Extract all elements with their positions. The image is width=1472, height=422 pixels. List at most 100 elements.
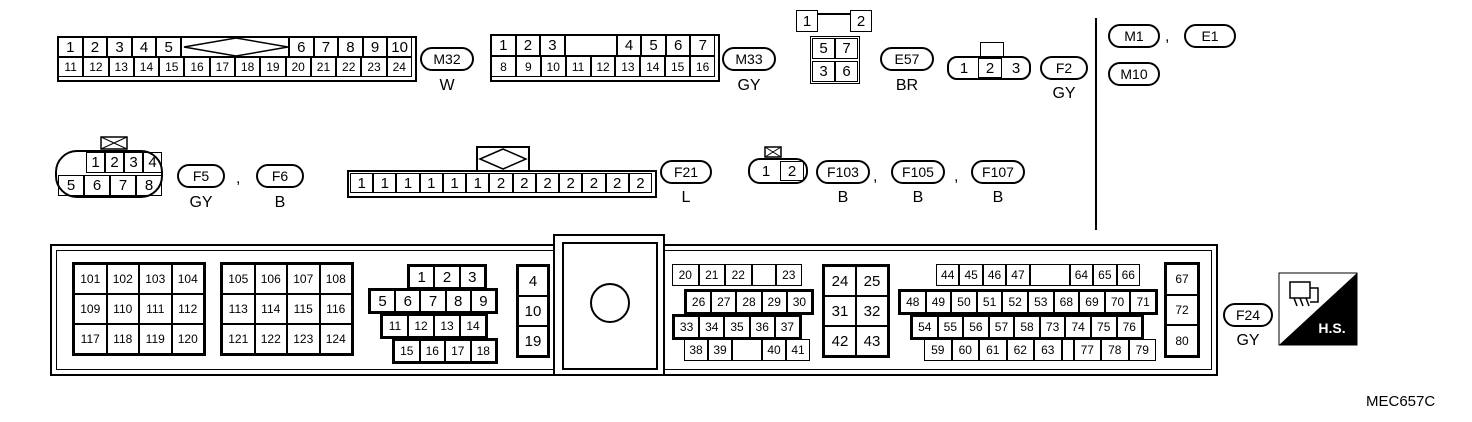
connector-key-diamond [183,37,289,57]
ecm-pin: 1 [409,266,435,288]
ecm-pin: 29 [761,291,787,313]
ecm-pin: 13 [434,315,460,337]
ecm-pin: 7 [420,290,446,312]
connector-tag-f6: F6 [256,164,304,188]
f103-pin: 2 [780,161,804,181]
ecm-pin: 15 [394,340,420,362]
m32-pin: 1 [58,37,83,57]
ecm-pin: 3 [459,266,485,288]
f2-pin: 3 [1011,59,1021,77]
ecm-pin: 123 [287,324,320,354]
ecm-pin: 45 [959,264,983,286]
separator-comma: , [1165,28,1170,45]
ecm-pin: 118 [106,324,139,354]
ecm-pin: 32 [856,296,888,326]
ecm-pin: 74 [1065,316,1091,338]
m32-pin: 13 [108,57,134,77]
m32-pin: 19 [260,57,286,77]
f5-pin: 3 [124,152,143,173]
wire-color-f103: B [837,189,849,206]
m33-pin: 16 [690,56,716,77]
separator-comma: , [873,168,878,185]
f2-pin: 2 [978,58,1002,78]
m32-pin: 17 [209,57,235,77]
ecm-pin: 8 [445,290,471,312]
ecm-pin: 69 [1079,291,1105,313]
ecm-pin: 70 [1104,291,1131,313]
m32-pin: 8 [338,37,363,57]
f21-pin: 1 [442,173,467,193]
m32-pin: 23 [361,57,387,77]
f5-pin: 8 [136,175,162,196]
ecm-pin: 43 [856,326,888,356]
ecm-pin: 11 [382,315,408,337]
ecm-pin: 27 [711,291,737,313]
m32-pin: 7 [313,37,339,57]
f21-pin: 1 [419,173,443,193]
wire-color-f6: B [274,194,286,211]
m33-pin: 4 [616,35,642,56]
ecm-pin: 26 [686,291,712,313]
ecm-pin: 116 [319,294,352,324]
m33-pin: 6 [665,35,691,56]
ecm-pin: 24 [824,266,856,296]
ecm-pin: 60 [951,339,979,361]
ecm-pin: 107 [287,264,320,294]
ecm-pin: 120 [171,324,204,354]
ecm-pin: 53 [1027,291,1054,313]
ecm-pin: 80 [1166,325,1198,356]
ecm-pin: 122 [254,324,287,354]
ecm-pin: 22 [725,264,752,286]
connector-tag-m1: M1 [1108,24,1160,48]
ecm-pin: 49 [925,291,952,313]
connector-tag-f21: F21 [660,160,712,184]
ecm-pin: 62 [1006,339,1034,361]
e57-pin: 2 [850,10,872,32]
f21-pin: 2 [512,173,536,193]
ecm-pin: 6 [395,290,421,312]
ecm-pin: 75 [1090,316,1117,338]
f21-pin: 1 [350,173,374,193]
ecm-pin: 41 [786,339,810,361]
ecm-pin: 54 [912,316,938,338]
ecm-pin: 4 [518,266,548,296]
ecm-pin: 73 [1039,316,1066,338]
ecm-pin: 34 [699,316,725,338]
m33-pin: 13 [615,56,641,77]
ecm-pin: 105 [222,264,255,294]
ecm-pin: 109 [74,294,107,324]
m32-pin: 20 [285,57,311,77]
wire-color-f2: GY [1052,85,1076,102]
hs-label: H.S. [1318,320,1346,336]
ecm-pin: 40 [762,339,786,361]
f21-pin: 1 [396,173,420,193]
m32-pin: 11 [58,57,84,77]
ecm-pin: 104 [171,264,204,294]
e57-link-bar [818,13,850,15]
ecm-pin: 67 [1166,264,1198,295]
m32-pin: 24 [386,57,412,77]
m32-pin: 3 [107,37,132,57]
ecm-pin: 72 [1166,294,1198,326]
ecm-pin: 108 [319,264,352,294]
ecm-pin: 117 [74,324,107,354]
e57-pin: 7 [835,38,858,59]
wire-color-e57: BR [895,77,919,94]
connector-key-diamond [478,148,528,170]
ecm-pin: 76 [1116,316,1143,338]
ecm-pin: 65 [1093,264,1117,286]
ecm-pin: 106 [254,264,287,294]
e57-pin: 1 [796,10,818,32]
ecm-pin: 59 [924,339,952,361]
connector-tag-f2: F2 [1040,56,1088,80]
ecm-pin: 31 [824,296,856,326]
f5-pin: 7 [110,175,136,196]
ecm-pin: 77 [1073,339,1101,361]
f5-pin: 1 [86,152,105,173]
ecm-pin: 12 [408,315,434,337]
wire-color-f5: GY [189,194,213,211]
figure-code: MEC657C [1366,393,1436,410]
m33-pin: 1 [491,35,516,56]
connector-tag-f107: F107 [971,160,1025,184]
f21-pin: 2 [489,173,513,193]
